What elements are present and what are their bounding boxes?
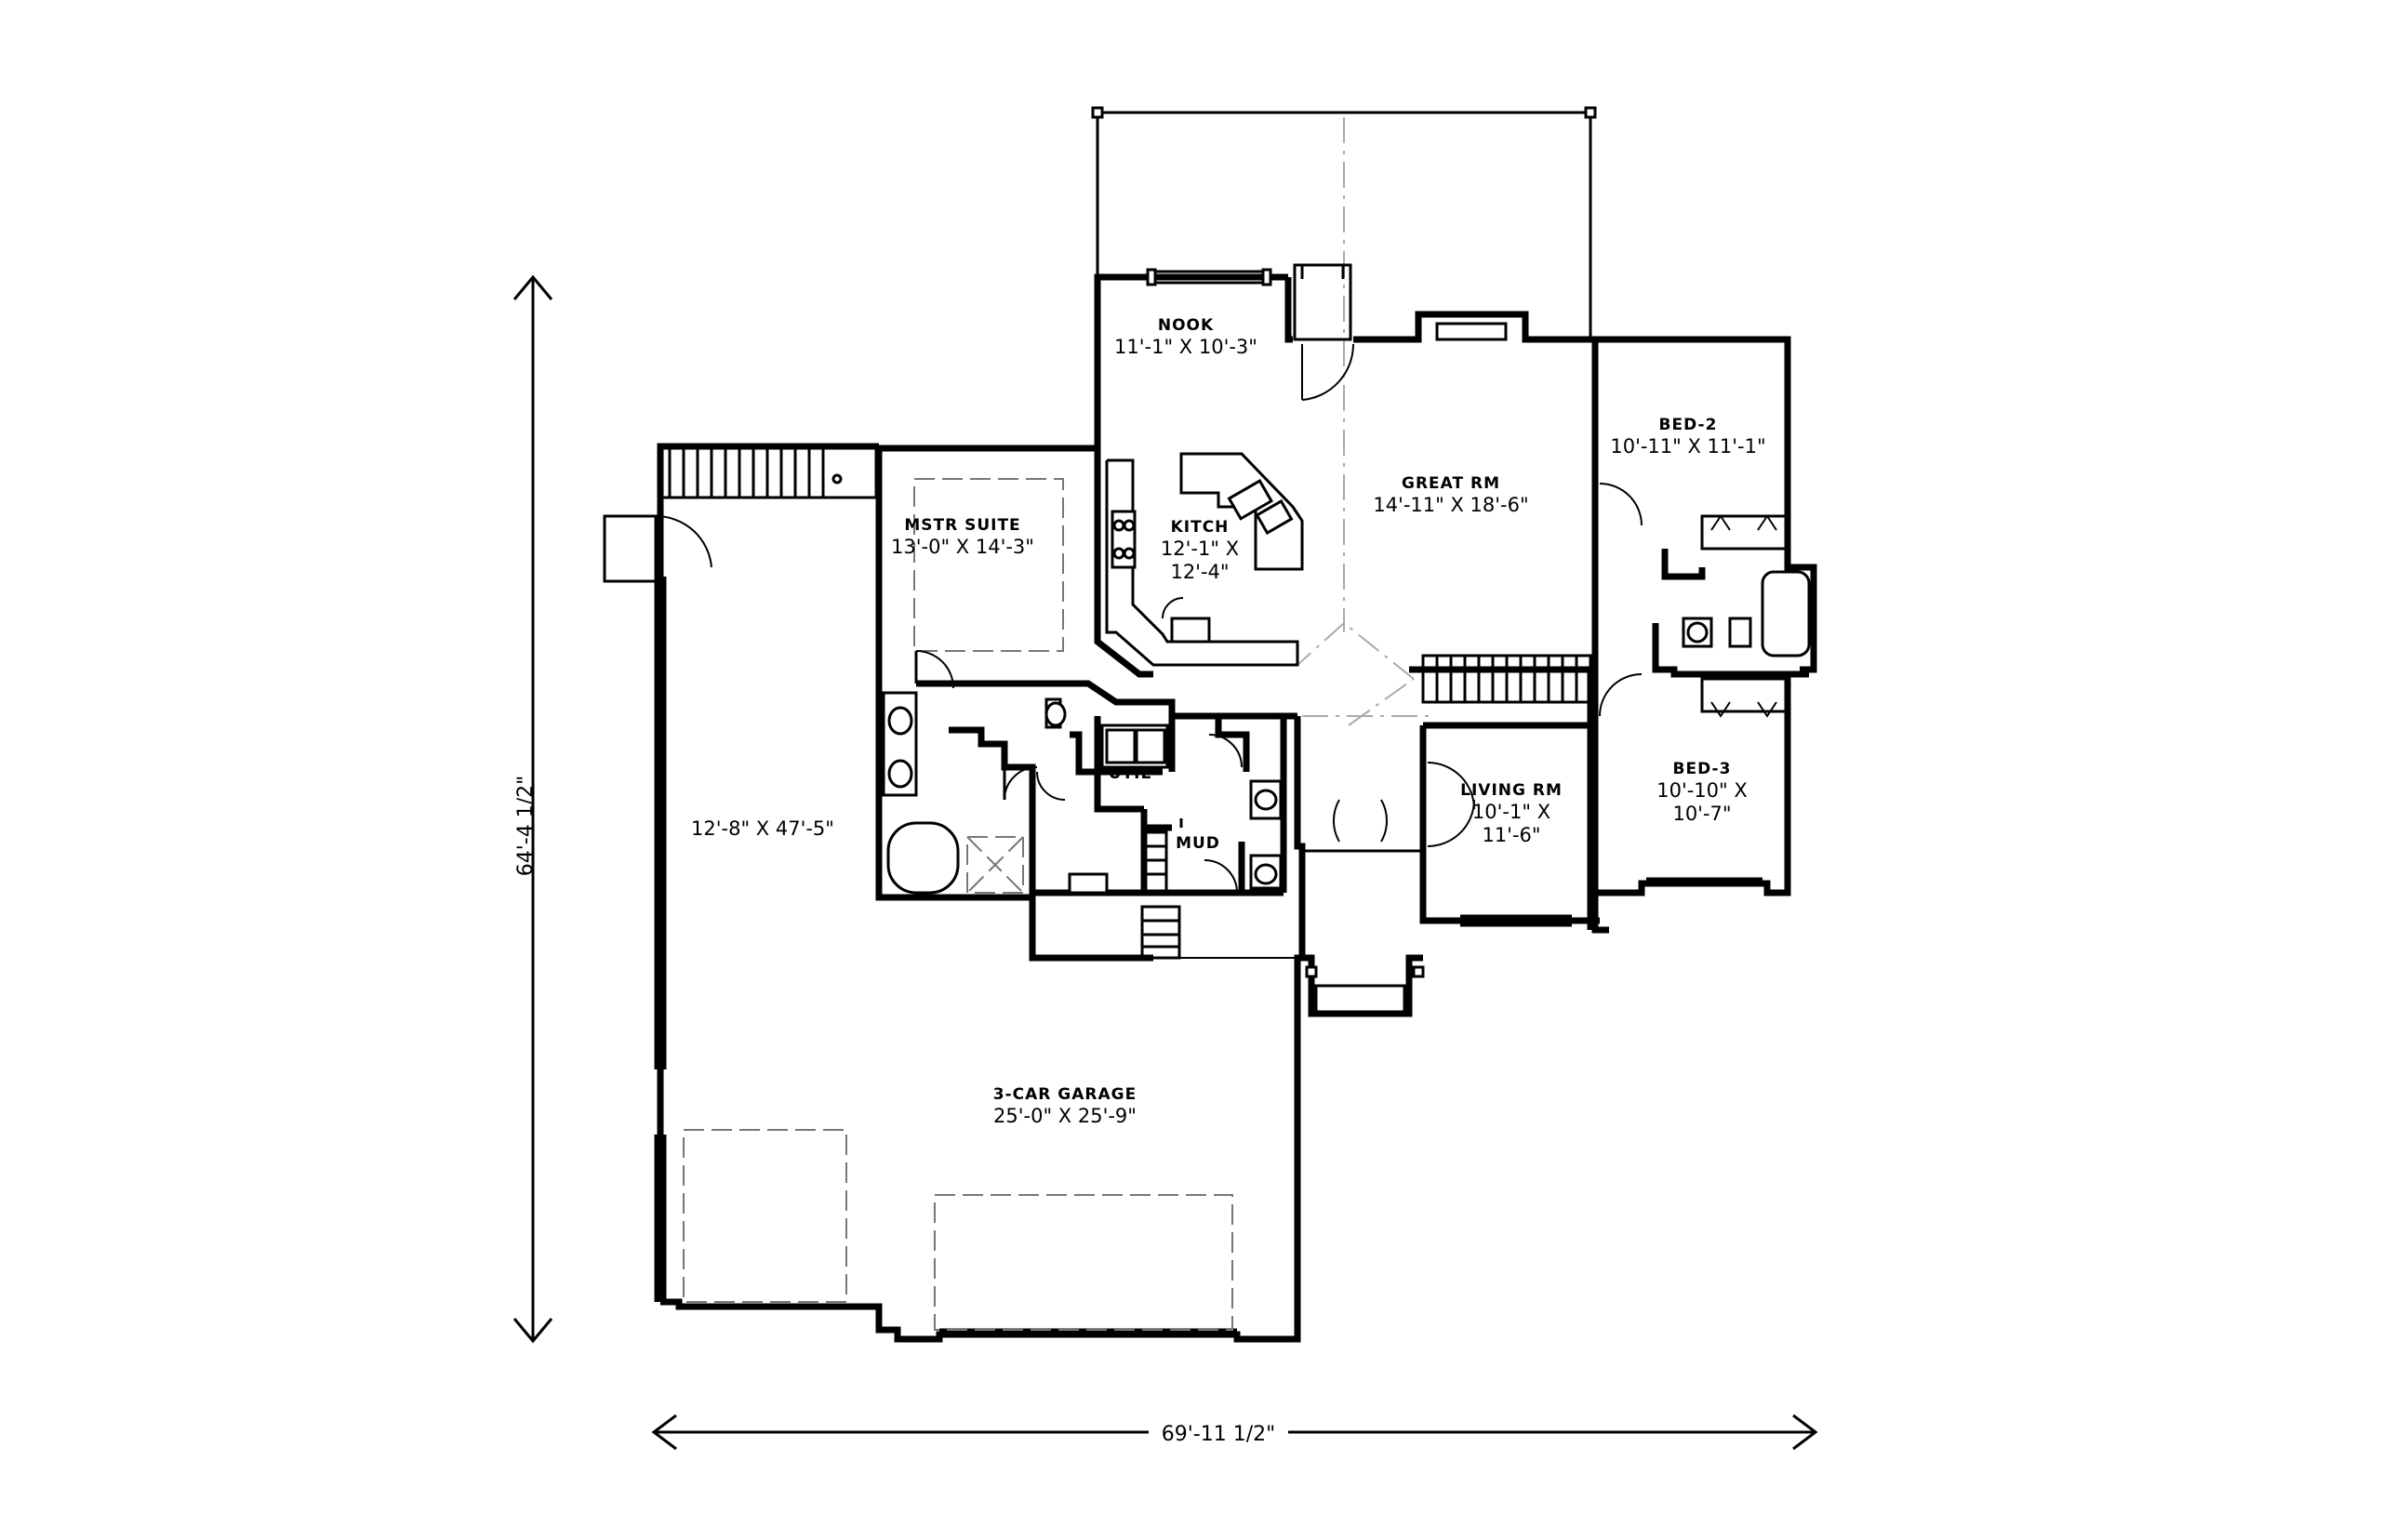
overall-depth-label: 64'-4 1/2" (514, 776, 538, 877)
kitchen-island (1179, 452, 1304, 571)
bed-2-size: 10'-11" X 11'-1" (1610, 435, 1765, 458)
bed-3-size-1: 10'-10" X (1656, 779, 1748, 802)
master-suite: MSTR SUITE 13'-0" X 14'-3" (875, 445, 1097, 689)
garage-size: 25'-0" X 25'-9" (993, 1105, 1137, 1127)
master-suite-size: 13'-0" X 14'-3" (891, 536, 1034, 558)
depth-dimension: 64'-4 1/2" (512, 274, 553, 1344)
great-room-label: GREAT RM (1402, 474, 1500, 493)
kitchen-label: KITCH (1171, 518, 1230, 537)
hall-bath (1652, 549, 1817, 678)
great-room-size: 14'-11" X 18'-6" (1373, 494, 1528, 516)
garage-label: 3-CAR GARAGE (993, 1085, 1137, 1104)
chimney (1284, 263, 1352, 343)
bed-2-label: BED-2 (1659, 416, 1718, 434)
shop-bay: 12'-8" X 47'-5" (603, 443, 879, 1302)
utility: UTIL (1094, 716, 1176, 831)
living-room: LIVING RM 10'-1" X 11'-6" (1409, 666, 1600, 930)
bed-3: BED-3 10'-10" X 10'-7" (1591, 670, 1791, 934)
mud-room: MUD (1140, 716, 1287, 895)
bed-3-label: BED-3 (1673, 760, 1732, 778)
kitchen-size-2: 12'-4" (1170, 561, 1229, 583)
kitchen-size-1: 12'-1" X (1161, 538, 1239, 560)
entry-porch (1140, 715, 1432, 1017)
nook-window (1146, 268, 1272, 286)
living-room-size-2: 11'-6" (1482, 824, 1540, 846)
nook-label: NOOK (1158, 316, 1214, 335)
nook-door (1301, 343, 1355, 401)
mud-label: MUD (1176, 834, 1220, 853)
living-room-size-1: 10'-1" X (1472, 801, 1550, 823)
overall-width-label: 69'-11 1/2" (1162, 1423, 1276, 1446)
shop-size: 12'-8" X 47'-5" (691, 817, 834, 840)
great-room: GREAT RM 14'-11" X 18'-6" (1297, 311, 1599, 726)
living-room-label: LIVING RM (1460, 781, 1563, 800)
garage: 3-CAR GARAGE 25'-0" X 25'-9" (660, 897, 1302, 1343)
kitchen: KITCH 12'-1" X 12'-4" (1094, 446, 1304, 678)
master-suite-label: MSTR SUITE (904, 516, 1020, 535)
nook: NOOK 11'-1" X 10'-3" (1094, 263, 1355, 446)
bed-3-size-2: 10'-7" (1672, 803, 1731, 825)
width-dimension: 69'-11 1/2" (651, 1414, 1818, 1451)
stair (1421, 654, 1592, 704)
nook-size: 11'-1" X 10'-3" (1114, 336, 1257, 358)
util-label: UTIL (1109, 764, 1152, 783)
master-bath (875, 680, 1297, 901)
